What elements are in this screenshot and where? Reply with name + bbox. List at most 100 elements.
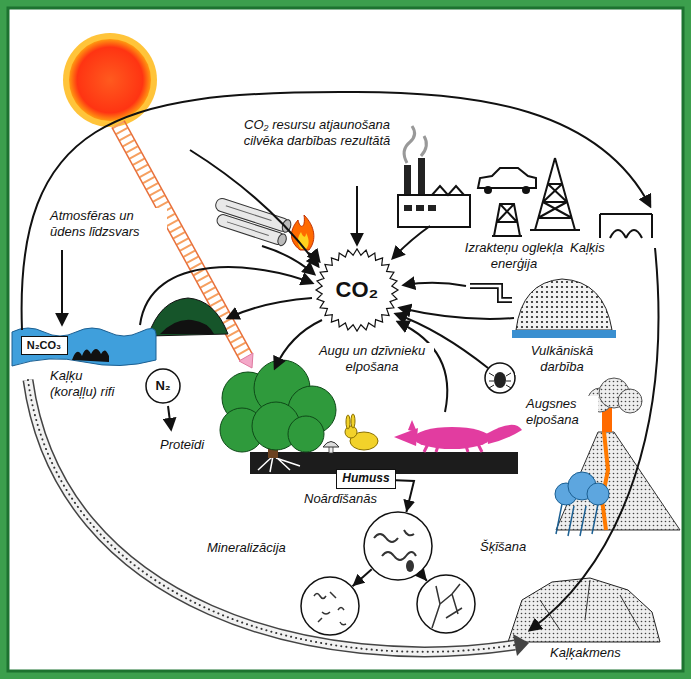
node-text: N₂ (155, 379, 170, 394)
caption-label: Vulkāniskā darbība (515, 343, 609, 375)
caption-label: Kaļķakmens (548, 645, 623, 661)
beam-rungs (118, 124, 246, 357)
node-text: Šķīšana (478, 540, 528, 555)
caption-label: Proteīdi (158, 437, 206, 453)
rain-cloud (555, 472, 609, 536)
sun-halo (63, 33, 157, 127)
limestone-rocks (508, 578, 660, 642)
circle-outline (146, 369, 180, 403)
oil-derrick (530, 158, 580, 230)
coal-water (512, 330, 616, 338)
flow-arrow (140, 267, 312, 325)
fox-tail (486, 425, 522, 444)
flow-arrow (61, 250, 63, 324)
caption-label: Atmosfēras un ūdens līdzsvars (48, 208, 167, 240)
rabbit-ear (351, 414, 355, 428)
band-dots (28, 380, 515, 652)
beam-head (239, 353, 253, 368)
node-text: Humuss (342, 472, 389, 486)
rabbit (345, 414, 378, 450)
lava (602, 432, 608, 530)
caption-label: CO₂ resursu atjaunošana cilvēka darbības… (235, 117, 399, 149)
rabbit-ear (346, 415, 350, 429)
factory-roof (432, 186, 464, 195)
flow-arrow (400, 308, 514, 319)
car-wheel (522, 186, 530, 194)
beetle-body (494, 372, 506, 388)
beetle-legs (489, 373, 511, 388)
pipe (470, 286, 512, 300)
circle-ground (416, 574, 476, 634)
soil-circles (300, 511, 476, 636)
flow-arrow (393, 226, 430, 258)
node-outline (416, 574, 476, 634)
node-text: N₂CO₃ (27, 339, 61, 352)
flow-arrow (228, 298, 312, 318)
rocks (508, 578, 660, 642)
band-outline (28, 380, 515, 652)
flow-arrow (530, 248, 658, 630)
flame (291, 215, 313, 250)
process-circle: Šķīšana (416, 574, 476, 634)
roots (258, 456, 300, 472)
rock-cracks (540, 580, 640, 630)
caption-label: Kaļķu (koraļļu) rifi (48, 368, 122, 400)
car-wheel (484, 186, 492, 194)
flow-arrow (404, 283, 466, 286)
rain (556, 504, 598, 536)
process-circle: Noārdīšanās (363, 511, 433, 581)
bug (406, 560, 414, 572)
flow-arrow (190, 150, 318, 266)
flow-arrow (168, 406, 171, 429)
circle-outline (301, 577, 359, 635)
sea-water (12, 328, 156, 366)
mound-dark (160, 320, 214, 334)
co2-hub: CO₂ (315, 248, 399, 332)
ash-cloud (618, 389, 642, 413)
factory (398, 195, 470, 227)
bacteria (314, 592, 346, 625)
worms (374, 530, 416, 560)
circle-ground (363, 511, 433, 581)
coal-pile (516, 279, 612, 330)
flow-arrow (22, 92, 650, 330)
circle-outline (417, 575, 475, 633)
circle-outline (364, 512, 432, 580)
factory-windows (404, 205, 436, 211)
limestone-band-arrow (28, 380, 529, 656)
fox-legs (424, 444, 482, 452)
starburst (316, 249, 398, 331)
caption-label: Augu un dzīvnieku elpošana (310, 343, 434, 375)
node-text: CO₂ (336, 277, 379, 302)
flow-arrow (356, 186, 358, 244)
beetle (485, 363, 515, 393)
mound (148, 298, 228, 336)
fox-ear (408, 420, 417, 432)
beam-rail (112, 127, 240, 360)
caption-label: Augsnes elpošana (524, 396, 598, 428)
band-head (513, 634, 529, 656)
nitrogen-circle: N₂ (145, 368, 181, 404)
beetle-circle (485, 363, 515, 393)
car (478, 168, 536, 188)
node-text: Mineralizācija (205, 541, 288, 556)
formula-box: N₂CO₃ (21, 336, 68, 355)
log-end (276, 233, 287, 247)
pipe-inner (470, 286, 512, 300)
mine-headframe (492, 204, 522, 236)
circle-ground (300, 576, 360, 636)
sun-disc (69, 39, 151, 121)
sea (12, 328, 156, 366)
smoke (404, 126, 426, 163)
connector (420, 573, 427, 581)
caption-label: Izrakteņu oglekļa enerģija (452, 240, 576, 272)
sun (63, 33, 157, 127)
connector (352, 569, 371, 586)
node-text: Noārdīšanās (302, 492, 379, 507)
sunlight-beam (112, 121, 253, 368)
band-fill (28, 380, 515, 652)
coral (72, 349, 109, 362)
